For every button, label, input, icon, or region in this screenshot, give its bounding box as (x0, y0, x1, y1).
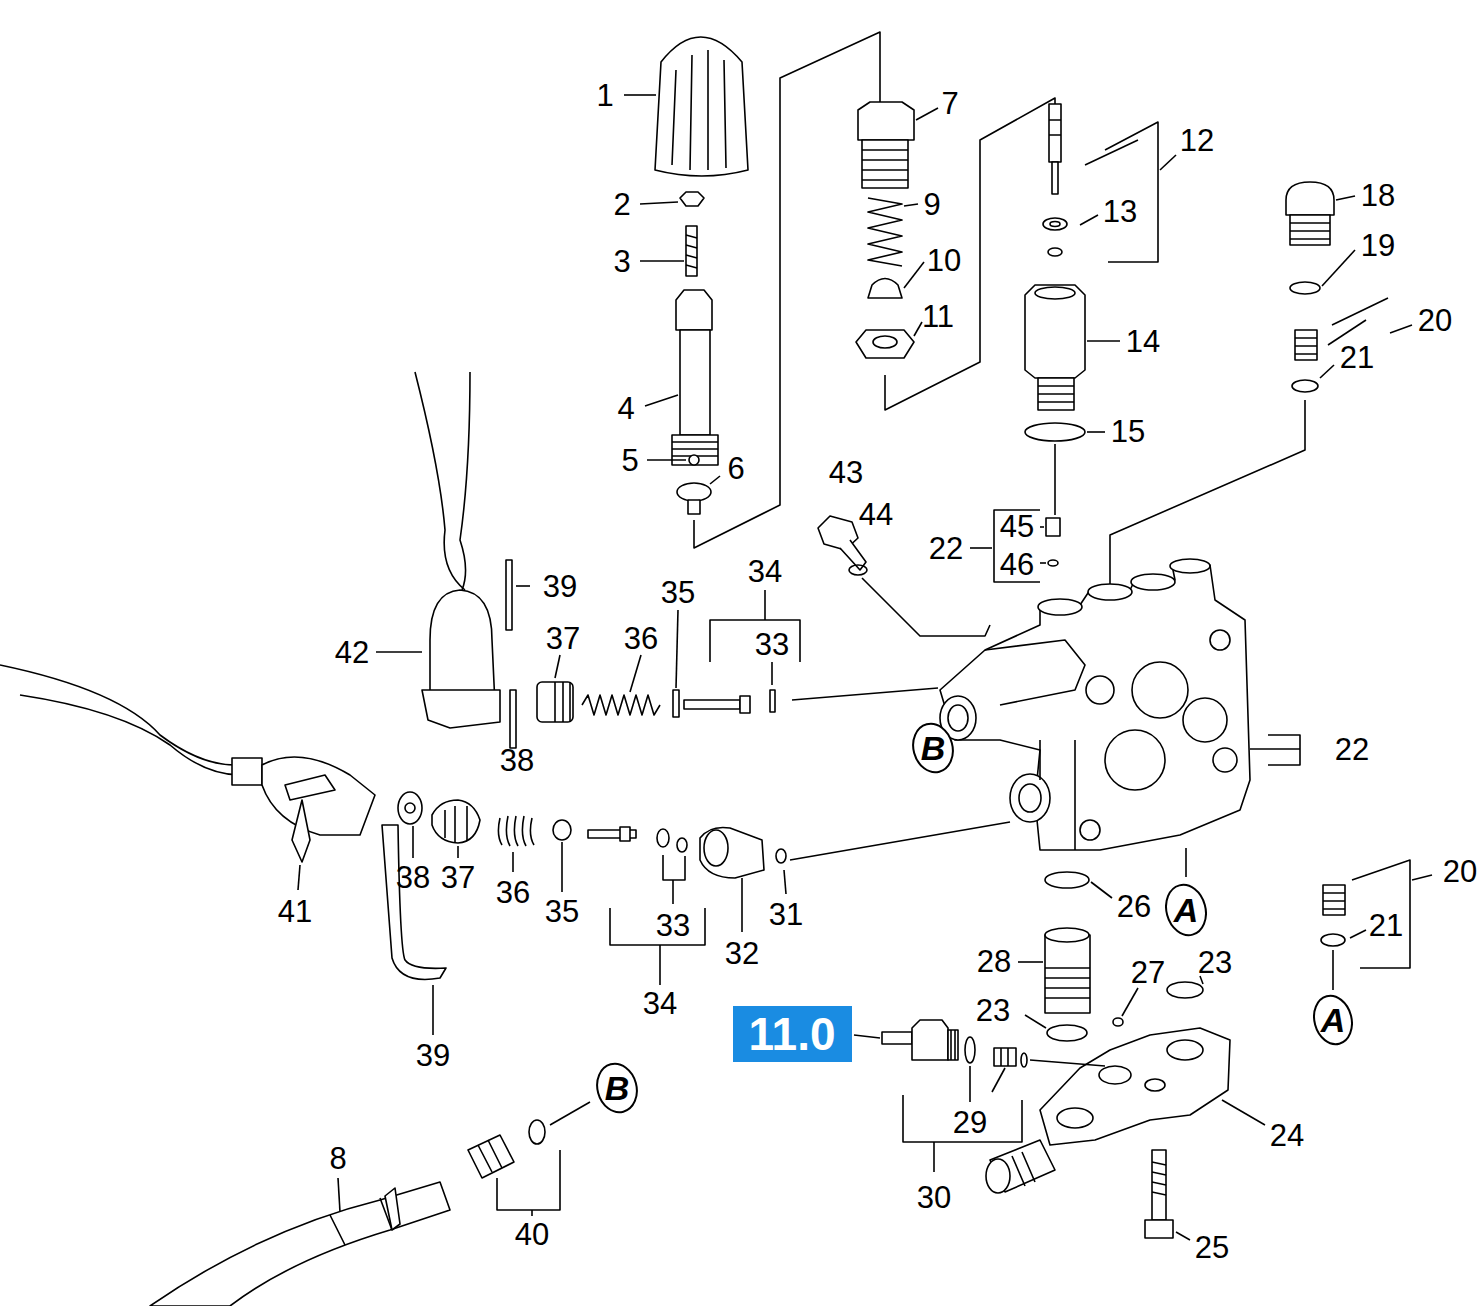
callout-number: 3 (613, 246, 630, 277)
callout-number: 23 (976, 995, 1010, 1026)
callout-number: 2 (613, 189, 630, 220)
callout-number: 44 (859, 499, 893, 530)
callout-number: 30 (917, 1182, 951, 1213)
callout-number: 38 (500, 745, 534, 776)
callout-number: 12 (1180, 125, 1214, 156)
callout-number: 35 (545, 896, 579, 927)
callout-number: 22 (1335, 734, 1369, 765)
callout-number: 26 (1117, 891, 1151, 922)
callout-number: 5 (621, 445, 638, 476)
connection-marker: A (1165, 883, 1207, 937)
callout-number: 22 (929, 533, 963, 564)
callout-number: 28 (977, 946, 1011, 977)
callout-number: 31 (769, 899, 803, 930)
callout-number: 42 (335, 637, 369, 668)
callout-number: 15 (1111, 416, 1145, 447)
callout-number: 7 (941, 88, 958, 119)
callout-number: 37 (546, 623, 580, 654)
callout-number: 45 (1000, 511, 1034, 542)
callout-number: 14 (1126, 326, 1160, 357)
marker-letter: B (605, 1071, 630, 1105)
callout-number: 32 (725, 938, 759, 969)
callout-number: 21 (1369, 910, 1403, 941)
callout-number: 20 (1443, 856, 1477, 887)
callout-number: 21 (1340, 342, 1374, 373)
callout-number: 6 (727, 453, 744, 484)
callout-number: 39 (416, 1040, 450, 1071)
callout-number: 41 (278, 896, 312, 927)
connection-marker: A (1313, 994, 1353, 1046)
callout-number: 8 (329, 1143, 346, 1174)
callout-number: 40 (515, 1219, 549, 1250)
connection-marker: B (596, 1062, 638, 1114)
callout-number: 24 (1270, 1120, 1304, 1151)
callout-number: 1 (596, 80, 613, 111)
tag-text: 11.0 (749, 1011, 836, 1057)
callout-number: 33 (755, 629, 789, 660)
callout-number: 29 (953, 1107, 987, 1138)
callout-number: 13 (1103, 196, 1137, 227)
callout-number: 37 (441, 862, 475, 893)
reference-tag: 11.0 (733, 1006, 852, 1062)
callout-number: 9 (923, 189, 940, 220)
callout-number: 27 (1131, 957, 1165, 988)
callout-number: 23 (1198, 947, 1232, 978)
callout-number: 38 (396, 862, 430, 893)
callout-number: 11 (922, 301, 954, 332)
callout-number: 4 (617, 393, 634, 424)
marker-letter: A (1321, 1003, 1346, 1037)
callout-number: 34 (643, 988, 677, 1019)
callout-number: 10 (927, 245, 961, 276)
marker-letter: A (1174, 893, 1199, 927)
callout-number: 34 (748, 556, 782, 587)
callout-number: 43 (829, 457, 863, 488)
callout-number: 25 (1195, 1232, 1229, 1263)
callout-number: 46 (1000, 549, 1034, 580)
callout-number: 36 (496, 877, 530, 908)
callout-number: 18 (1361, 180, 1395, 211)
connection-marker: B (912, 722, 954, 774)
callout-number: 35 (661, 577, 695, 608)
callout-number: 33 (656, 910, 690, 941)
callout-number: 36 (624, 623, 658, 654)
callout-number: 20 (1418, 305, 1452, 336)
callout-number: 19 (1361, 230, 1395, 261)
marker-letter: B (921, 731, 946, 765)
callout-number: 39 (543, 571, 577, 602)
